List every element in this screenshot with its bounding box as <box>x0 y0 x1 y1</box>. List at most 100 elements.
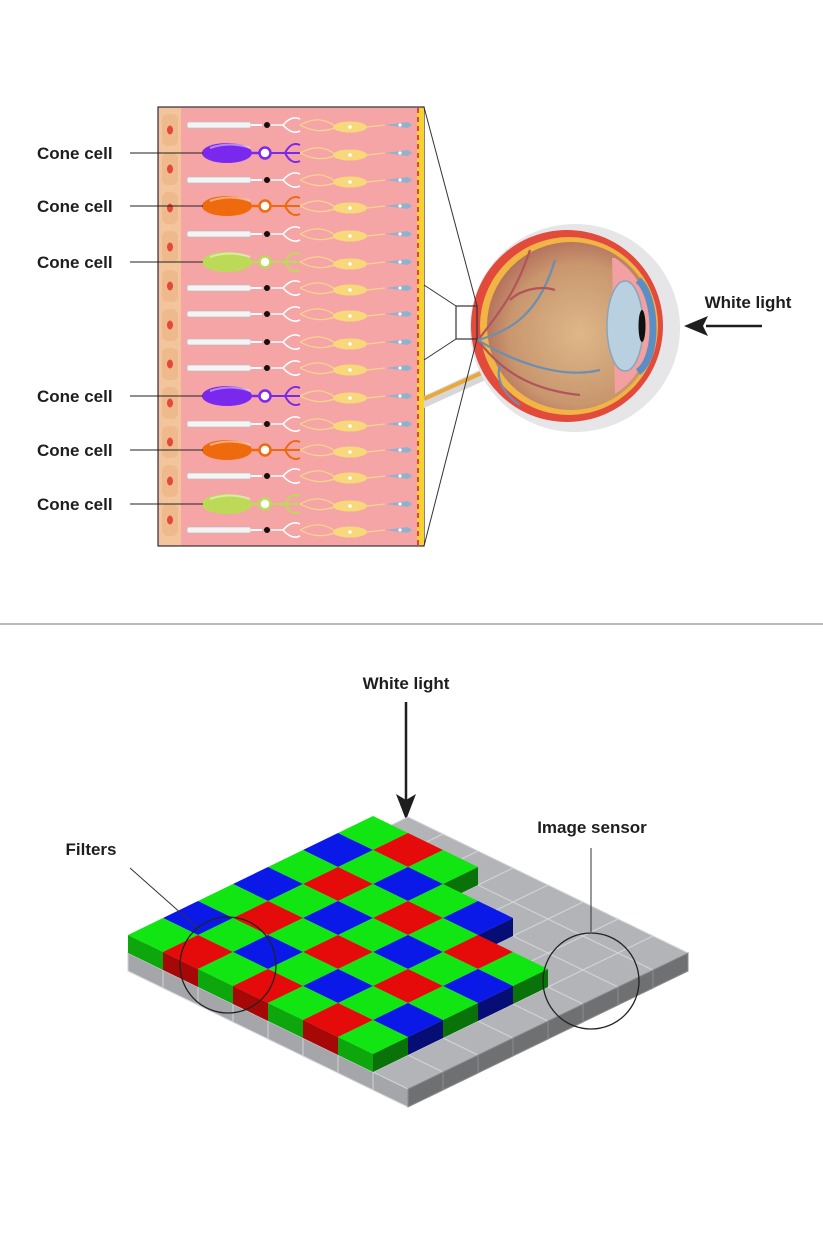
bipolar-nucleus <box>348 288 352 292</box>
cone-synapse <box>271 440 301 460</box>
ganglion-nucleus <box>398 474 402 478</box>
epithelium-nucleus <box>167 320 173 330</box>
ganglion-nucleus <box>398 366 402 370</box>
neuron-fiber <box>299 524 386 537</box>
retina-cross-section <box>157 106 425 547</box>
rod-outer-segment <box>186 230 252 238</box>
rod-synapse <box>271 280 301 296</box>
bipolar-nucleus <box>348 262 352 266</box>
neuron-fiber <box>299 200 386 213</box>
neuron-fiber <box>299 308 386 321</box>
rod-synapse <box>271 117 301 133</box>
neuron-layer <box>299 119 412 538</box>
epithelium-nucleus <box>167 515 173 525</box>
filter-side-left <box>268 1003 303 1038</box>
cone-nucleus <box>258 497 272 511</box>
cone-nucleus <box>258 199 272 213</box>
cone-synapse <box>271 494 301 514</box>
filter-side-right <box>373 1037 408 1072</box>
neuron-fiber <box>299 336 386 349</box>
neuron-fiber <box>299 282 386 295</box>
filter-cell <box>338 1020 408 1054</box>
filter-side-left <box>303 1020 338 1055</box>
cone-nucleus <box>258 443 272 457</box>
cone-synapse <box>271 252 301 272</box>
bipolar-nucleus <box>348 180 352 184</box>
ganglion-nucleus <box>398 312 402 316</box>
rod-outer-segment <box>186 526 252 534</box>
cone-outer-segment <box>202 440 252 460</box>
cone-cell-label: Cone cell <box>37 495 113 514</box>
cone-nucleus <box>258 146 272 160</box>
neuron-fiber <box>299 119 386 132</box>
ganglion-nucleus <box>398 422 402 426</box>
rod-synapse <box>271 416 301 432</box>
rod-nucleus <box>264 311 270 317</box>
cone-highlight <box>209 494 251 500</box>
cone-outer-segment <box>202 252 252 272</box>
neuron-fiber <box>299 228 386 241</box>
cone-cell-label: Cone cell <box>37 441 113 460</box>
filter-side-left <box>233 986 268 1021</box>
rod-outer-segment <box>186 121 252 129</box>
color-filter-array <box>128 816 548 1072</box>
cone-synapse <box>271 196 301 216</box>
ganglion-nucleus <box>398 178 402 182</box>
retinal-vessels <box>477 249 601 406</box>
cone-nucleus <box>258 255 272 269</box>
ganglion-nucleus <box>398 232 402 236</box>
rod-nucleus <box>264 527 270 533</box>
cone-cell-label: Cone cell <box>37 387 113 406</box>
ganglion-nucleus <box>398 394 402 398</box>
rod-outer-segment <box>186 310 252 318</box>
rod-outer-segment <box>186 420 252 428</box>
eyeball <box>423 106 680 547</box>
filter-side-right <box>513 969 548 1004</box>
bipolar-nucleus <box>348 125 352 129</box>
cone-cell-label: Cone cell <box>37 144 113 163</box>
cone-highlight <box>209 386 251 392</box>
epithelium-nucleus <box>167 398 173 408</box>
rod-nucleus <box>264 285 270 291</box>
rod-outer-segment <box>186 364 252 372</box>
cone-highlight <box>209 196 251 202</box>
cone-synapse <box>271 386 301 406</box>
rod-synapse <box>271 468 301 484</box>
cone-highlight <box>209 440 251 446</box>
rod-cells <box>186 117 301 538</box>
bipolar-nucleus <box>348 342 352 346</box>
rod-nucleus <box>264 421 270 427</box>
neuron-fiber <box>299 362 386 375</box>
nerve-fiber-layer <box>417 108 424 545</box>
epithelium-nucleus <box>167 437 173 447</box>
rod-nucleus <box>264 365 270 371</box>
rod-synapse <box>271 522 301 538</box>
cone-outer-segment <box>202 196 252 216</box>
epithelium-nucleus <box>167 203 173 213</box>
zoom-box <box>455 305 478 340</box>
epithelium-nucleus <box>167 359 173 369</box>
rod-synapse <box>271 306 301 322</box>
ganglion-nucleus <box>398 340 402 344</box>
cone-cell-label: Cone cell <box>37 197 113 216</box>
bipolar-nucleus <box>348 396 352 400</box>
neuron-fiber <box>299 444 386 457</box>
zoom-lines <box>423 106 478 547</box>
eye-light-arrow <box>684 316 762 336</box>
ganglion-nucleus <box>398 502 402 506</box>
ganglion-nucleus <box>398 260 402 264</box>
bipolar-nucleus <box>348 424 352 428</box>
cone-outer-segment <box>202 494 252 514</box>
epithelium-nucleus <box>167 242 173 252</box>
epithelium-nucleus <box>167 125 173 135</box>
cone-nucleus <box>258 389 272 403</box>
ganglion-nucleus <box>398 123 402 127</box>
epithelium-nucleus <box>167 164 173 174</box>
rod-nucleus <box>264 177 270 183</box>
lens <box>606 280 644 372</box>
cone-cell-label: Cone cell <box>37 253 113 272</box>
cornea <box>635 277 657 375</box>
cone-cells <box>202 143 301 514</box>
sensor-light-arrow <box>396 702 416 820</box>
